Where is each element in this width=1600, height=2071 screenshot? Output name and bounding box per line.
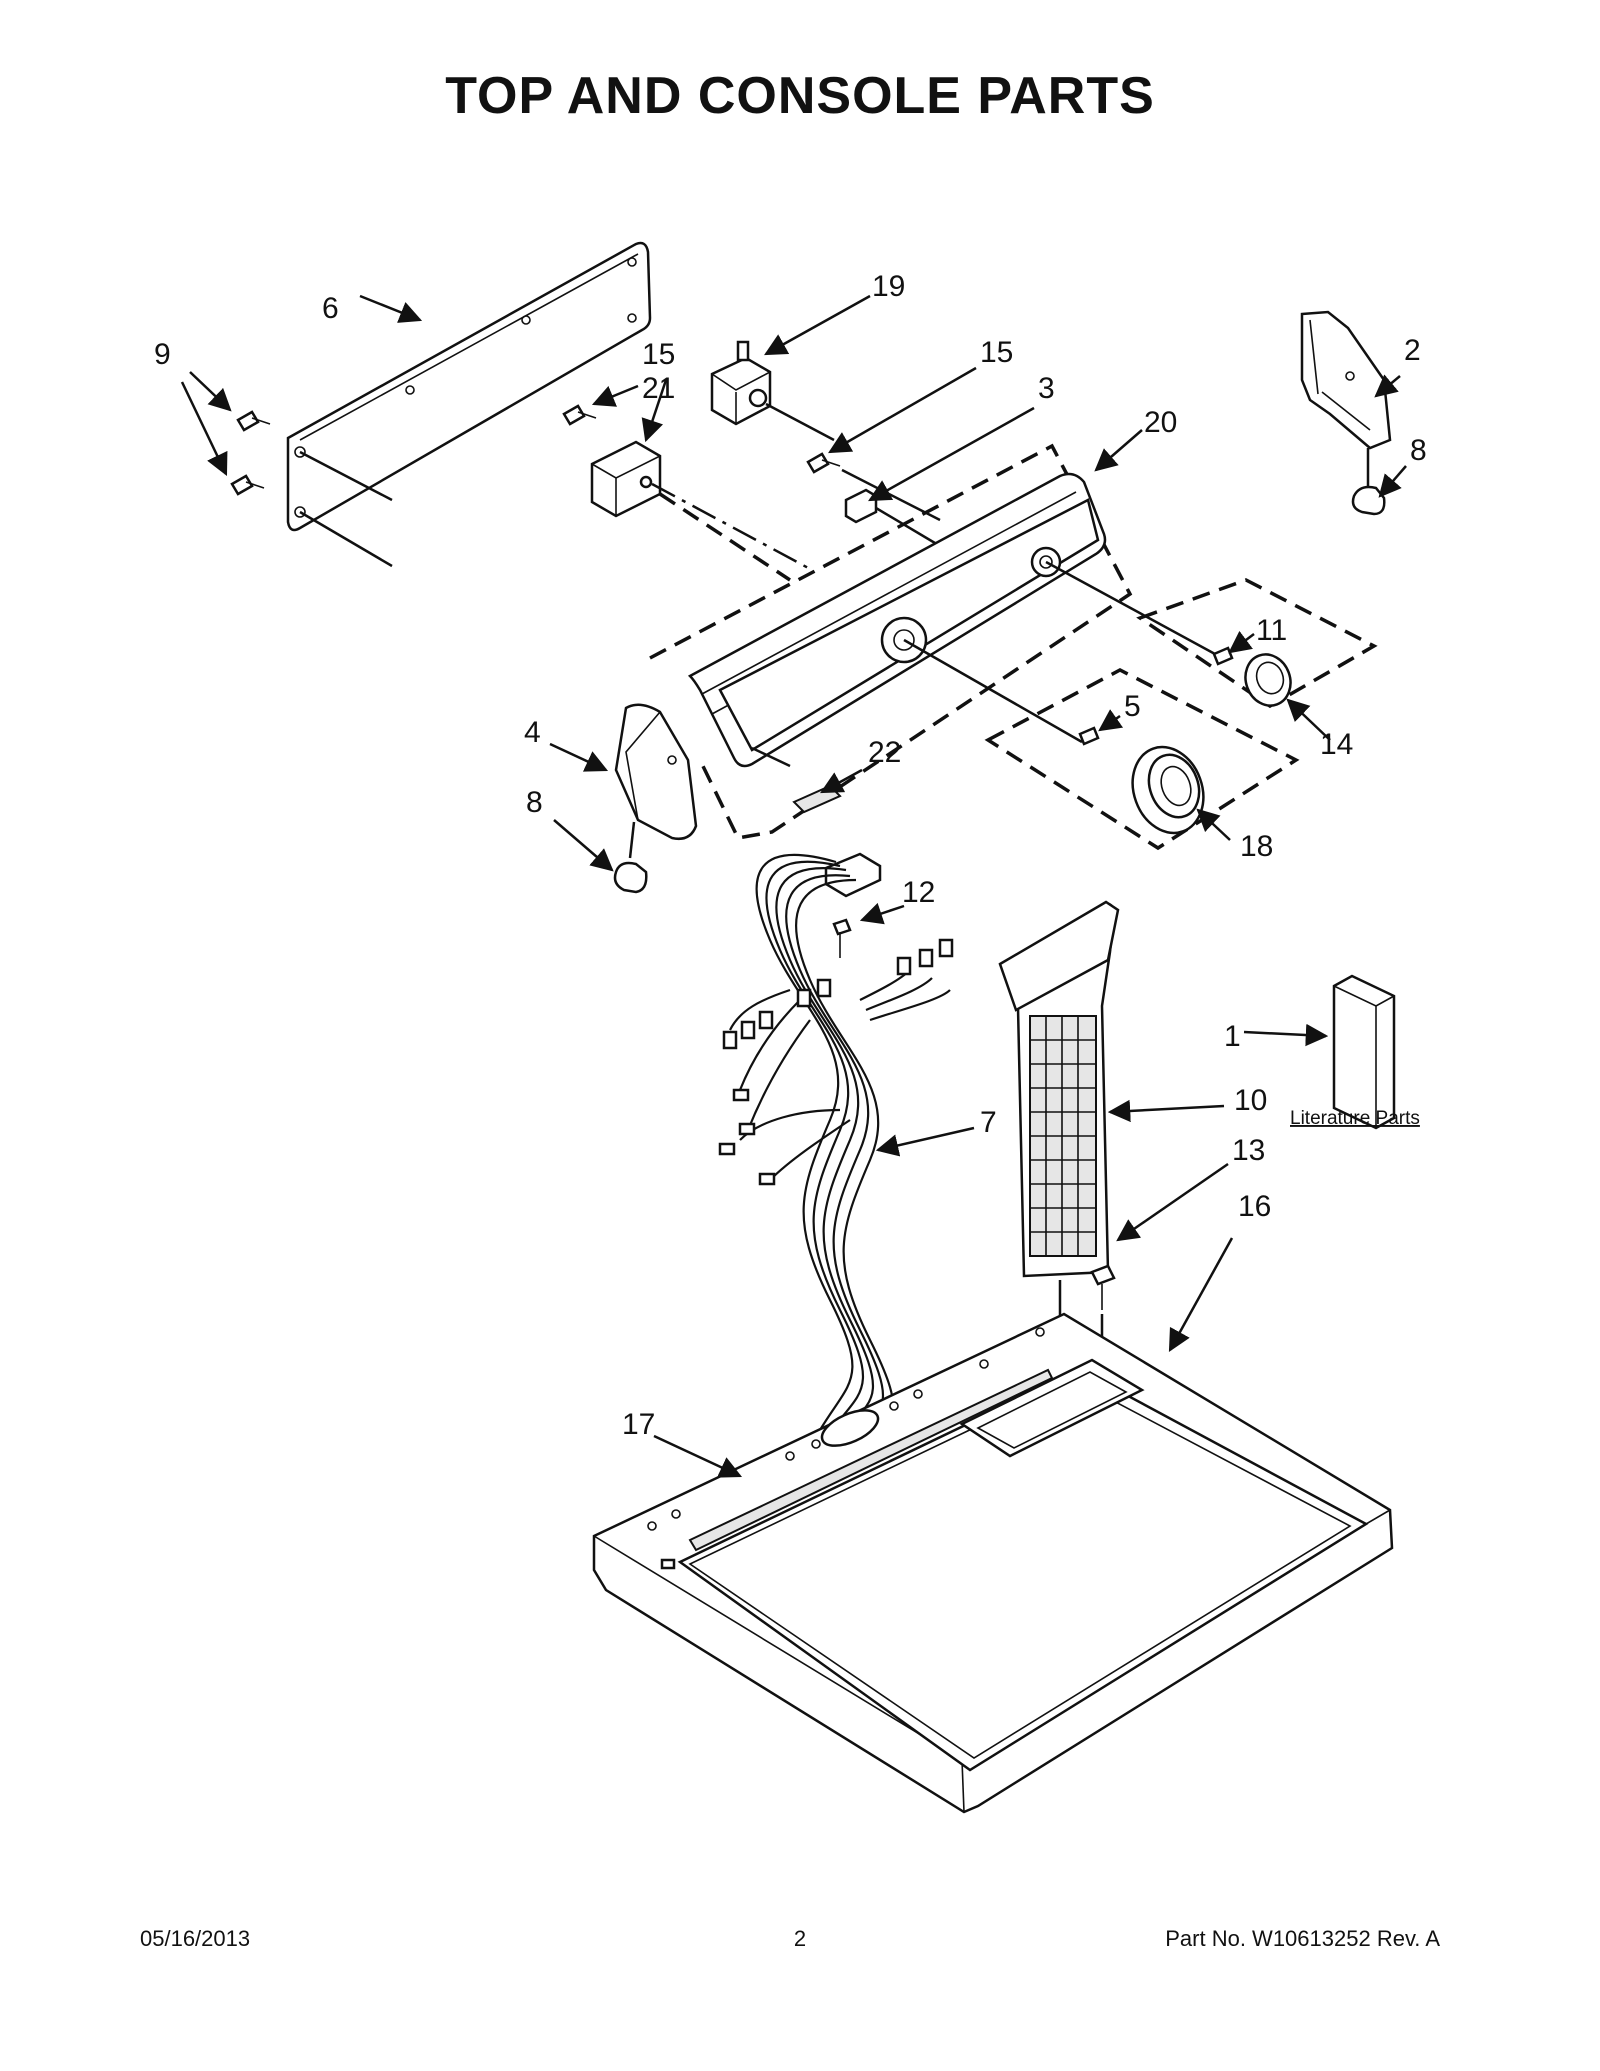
end-bracket-part-2 [1300, 310, 1392, 516]
callout-18: 18 [1240, 830, 1273, 863]
top-panel-part-17 [592, 1312, 1394, 1814]
switch-part-19 [710, 340, 835, 442]
knob-part-14-and-11 [1136, 578, 1378, 709]
callout-22: 22 [868, 736, 901, 769]
lint-screen-part-10 [998, 900, 1120, 1410]
footer-page-number: 2 [793, 1926, 807, 1951]
callout-13: 13 [1232, 1134, 1265, 1167]
callout-12: 12 [902, 876, 935, 909]
rear-bracket-part-6 [286, 241, 652, 532]
callout-15a: 15 [642, 338, 675, 371]
page-title: TOP AND CONSOLE PARTS [445, 67, 1155, 125]
end-cap-part-4 [613, 703, 698, 894]
callout-14: 14 [1320, 728, 1353, 761]
callout-15b: 15 [980, 336, 1013, 369]
timer-part-21 [562, 404, 813, 582]
screw-and-clip-parts-15-3 [806, 452, 941, 548]
callout-20: 20 [1144, 406, 1177, 439]
callout-16: 16 [1238, 1190, 1271, 1223]
callout-labels: 6 9 15 21 19 15 3 20 2 8 11 5 14 18 4 8 … [154, 270, 1427, 1441]
callout-9: 9 [154, 338, 171, 371]
callout-21: 21 [642, 372, 675, 405]
callout-8a: 8 [526, 786, 543, 819]
callout-19: 19 [872, 270, 905, 303]
console-panel-part-20 [649, 443, 1227, 840]
footer-date: 05/16/2013 [140, 1926, 251, 1951]
callout-1: 1 [1224, 1020, 1241, 1053]
callout-7: 7 [980, 1106, 997, 1139]
callout-8b: 8 [1410, 434, 1427, 467]
literature-part-1 [1332, 974, 1396, 1130]
callout-3: 3 [1038, 372, 1055, 405]
leader-lines [180, 294, 1407, 1478]
callout-6: 6 [322, 292, 339, 325]
screws-part-9 [230, 410, 393, 568]
knob-part-18-and-5 [984, 668, 1300, 851]
callout-11: 11 [1256, 614, 1287, 647]
lint-screen-mesh [1030, 1016, 1096, 1256]
callout-4: 4 [524, 716, 541, 749]
literature-parts-label: Literature Parts [1290, 1108, 1420, 1129]
callout-10: 10 [1234, 1084, 1267, 1117]
callout-17: 17 [622, 1408, 655, 1441]
callout-2: 2 [1404, 334, 1421, 367]
callout-5: 5 [1124, 690, 1141, 723]
footer-part-number: Part No. W10613252 Rev. A [1165, 1926, 1440, 1951]
wire-harness-part-7 [718, 852, 954, 1439]
harness-terminals [718, 938, 954, 1186]
screw-part-13 [1090, 1264, 1116, 1420]
